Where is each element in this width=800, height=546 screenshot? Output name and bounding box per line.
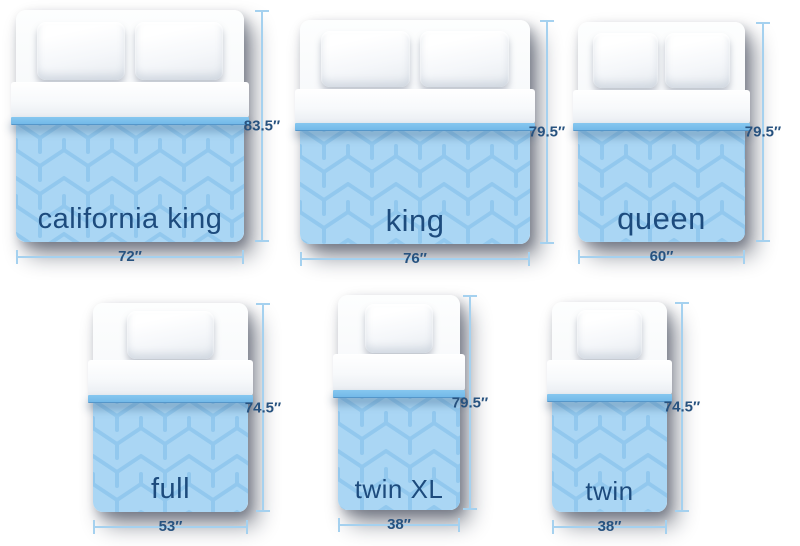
sheet-fold — [11, 81, 249, 125]
width-value: 76″ — [403, 250, 427, 268]
bed-size-label: king — [385, 203, 445, 239]
height-value: 79.5″ — [451, 394, 489, 411]
pillow-icon — [134, 21, 224, 80]
height-dimension: 79.5″ — [452, 295, 488, 510]
width-dimension: 72″ — [16, 248, 244, 266]
pillow-icon — [419, 31, 510, 88]
pillow-icon — [593, 33, 659, 88]
sheet-fold — [573, 90, 750, 132]
geometric-pattern-icon — [16, 117, 244, 242]
height-dimension: 74.5″ — [664, 302, 700, 512]
geometric-pattern-icon — [300, 124, 530, 244]
accent-strip — [88, 394, 253, 403]
height-dimension: 79.5″ — [745, 22, 781, 242]
height-value: 74.5″ — [244, 399, 282, 416]
comforter: twin — [552, 395, 667, 512]
height-dimension: 83.5″ — [244, 10, 280, 242]
sheet-fold — [295, 89, 535, 132]
bed-california-king: california king — [11, 10, 249, 242]
bed-queen: queen — [573, 22, 750, 242]
geometric-pattern-icon — [578, 124, 745, 242]
bed-twin: twin — [547, 302, 672, 512]
comforter: king — [300, 124, 530, 244]
bed-size-label: twin — [585, 476, 634, 507]
width-value: 38″ — [387, 516, 411, 534]
bed-twin-xl: twin XL — [333, 295, 465, 510]
width-value: 53″ — [158, 518, 183, 536]
width-value: 60″ — [649, 248, 674, 266]
comforter: queen — [578, 124, 745, 242]
sheet-fold — [333, 354, 465, 398]
bed-full: full — [88, 303, 253, 512]
pillow-icon — [127, 311, 214, 360]
accent-strip — [333, 389, 465, 398]
width-value: 38″ — [597, 518, 622, 536]
width-dimension: 76″ — [300, 250, 530, 268]
accent-strip — [547, 394, 672, 403]
bed-size-label: california king — [37, 202, 223, 235]
geometric-pattern-icon — [552, 395, 667, 512]
height-value: 79.5″ — [528, 123, 566, 141]
height-dimension: 74.5″ — [245, 303, 281, 512]
accent-strip — [573, 123, 750, 132]
height-value: 79.5″ — [744, 123, 782, 141]
pillow-icon — [36, 21, 126, 80]
bed-size-label: full — [150, 473, 191, 506]
width-dimension: 38″ — [552, 518, 667, 536]
width-dimension: 53″ — [93, 518, 248, 536]
comforter: full — [93, 396, 248, 512]
bed-size-label: twin XL — [354, 474, 444, 505]
height-value: 74.5″ — [663, 398, 701, 416]
pillow-icon — [364, 303, 434, 354]
width-dimension: 38″ — [338, 516, 460, 534]
comforter: california king — [16, 117, 244, 242]
width-dimension: 60″ — [578, 248, 745, 266]
bed-king: king — [295, 20, 535, 244]
accent-strip — [295, 123, 535, 132]
geometric-pattern-icon — [93, 396, 248, 512]
bed-size-label: queen — [617, 201, 706, 237]
accent-strip — [11, 116, 249, 125]
pillow-icon — [577, 310, 642, 359]
comforter: twin XL — [338, 390, 460, 510]
width-value: 72″ — [118, 248, 142, 266]
geometric-pattern-icon — [338, 390, 460, 510]
height-dimension: 79.5″ — [529, 20, 565, 244]
sheet-fold — [88, 360, 253, 403]
pillow-icon — [320, 31, 411, 88]
height-value: 83.5″ — [243, 117, 281, 135]
sheet-fold — [547, 359, 672, 403]
pillow-icon — [664, 33, 730, 88]
